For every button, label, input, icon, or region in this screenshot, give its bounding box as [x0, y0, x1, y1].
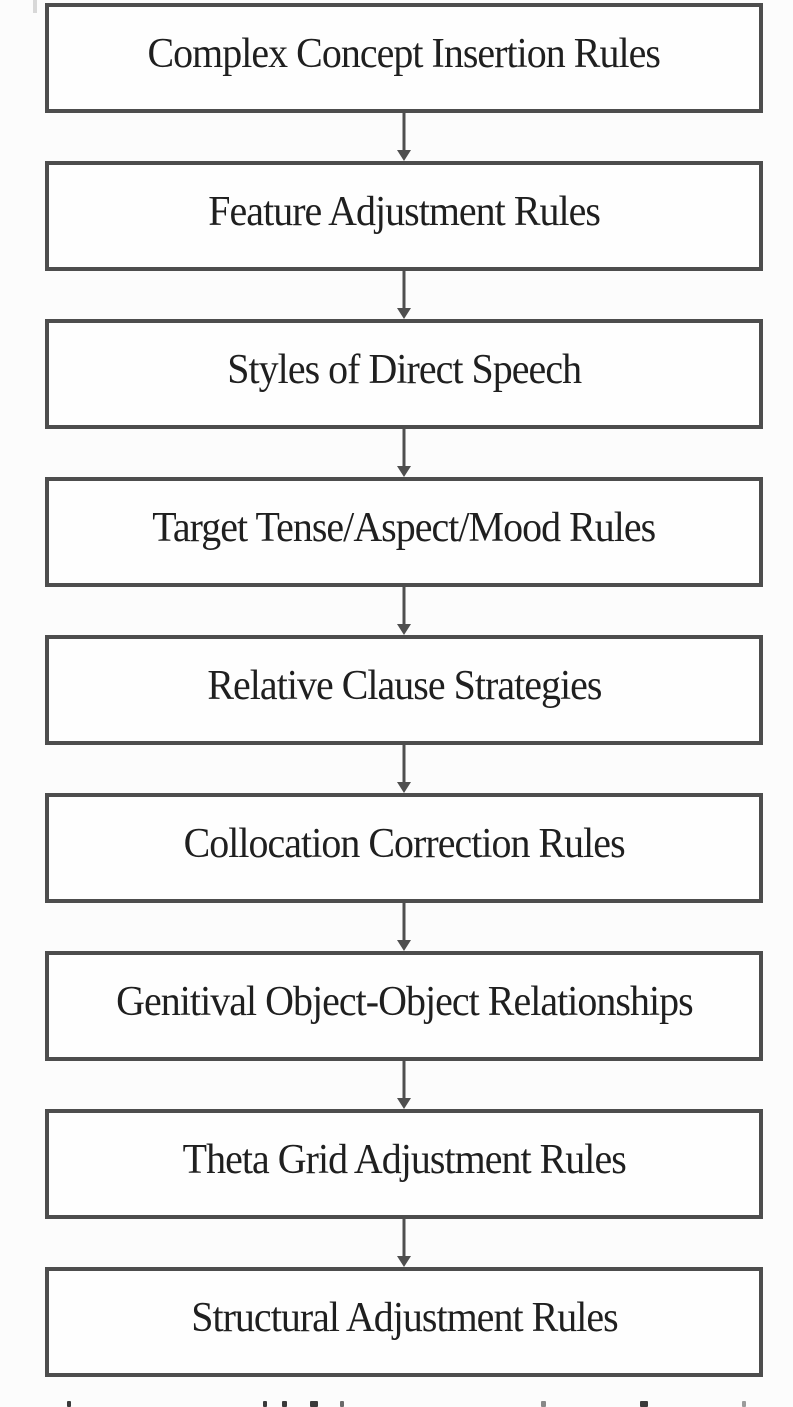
rule-pipeline-flowchart: Complex Concept Insertion Rules Feature …	[45, 3, 763, 1377]
top-edge-artifact	[33, 0, 37, 13]
flowchart-node-theta-grid-adjustment: Theta Grid Adjustment Rules	[45, 1109, 763, 1219]
node-label: Relative Clause Strategies	[206, 663, 602, 709]
connector-8	[45, 1219, 763, 1267]
node-label: Styles of Direct Speech	[227, 347, 582, 393]
flowchart-node-collocation-correction: Collocation Correction Rules	[45, 793, 763, 903]
connector-3	[45, 429, 763, 477]
down-arrow-icon	[397, 429, 411, 477]
down-arrow-icon	[397, 903, 411, 951]
connector-5	[45, 745, 763, 793]
flowchart-node-genitival-object-object: Genitival Object-Object Relationships	[45, 951, 763, 1061]
connector-7	[45, 1061, 763, 1109]
flowchart-node-feature-adjustment: Feature Adjustment Rules	[45, 161, 763, 271]
down-arrow-icon	[397, 1219, 411, 1267]
connector-1	[45, 113, 763, 161]
cutoff-caption-fragment	[0, 1401, 793, 1407]
down-arrow-icon	[397, 745, 411, 793]
flowchart-node-structural-adjustment: Structural Adjustment Rules	[45, 1267, 763, 1377]
flowchart-node-target-tense-aspect-mood: Target Tense/Aspect/Mood Rules	[45, 477, 763, 587]
down-arrow-icon	[397, 587, 411, 635]
node-label: Genitival Object-Object Relationships	[115, 979, 693, 1025]
connector-6	[45, 903, 763, 951]
node-label: Collocation Correction Rules	[183, 821, 625, 867]
node-label: Feature Adjustment Rules	[208, 189, 601, 235]
node-label: Structural Adjustment Rules	[190, 1295, 618, 1341]
node-label: Theta Grid Adjustment Rules	[182, 1137, 626, 1183]
node-label: Complex Concept Insertion Rules	[147, 31, 661, 77]
connector-2	[45, 271, 763, 319]
flowchart-node-styles-direct-speech: Styles of Direct Speech	[45, 319, 763, 429]
down-arrow-icon	[397, 113, 411, 161]
flowchart-node-relative-clause-strategies: Relative Clause Strategies	[45, 635, 763, 745]
down-arrow-icon	[397, 271, 411, 319]
node-label: Target Tense/Aspect/Mood Rules	[152, 505, 656, 551]
down-arrow-icon	[397, 1061, 411, 1109]
flowchart-node-complex-concept-insertion: Complex Concept Insertion Rules	[45, 3, 763, 113]
connector-4	[45, 587, 763, 635]
